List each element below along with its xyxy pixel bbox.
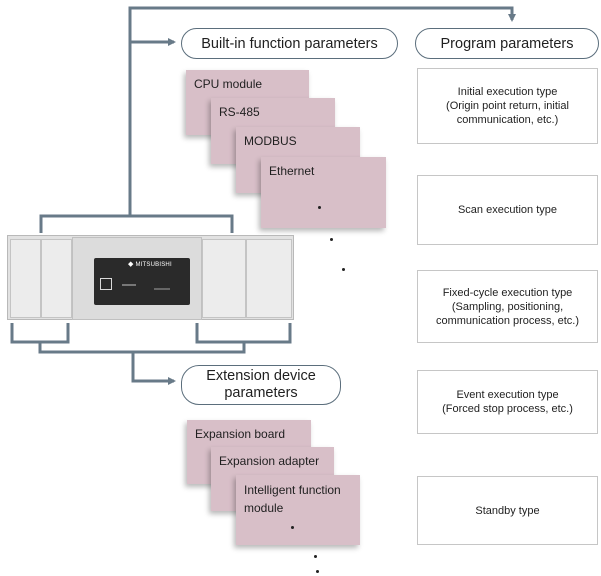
- fixed-cycle-line2: (Sampling, positioning,: [451, 300, 564, 313]
- logo-glyph: ◆: [128, 261, 134, 268]
- program-type-fixed-cycle: Fixed-cycle execution type (Sampling, po…: [417, 270, 598, 343]
- fixed-cycle-line1: Fixed-cycle execution type: [442, 286, 573, 299]
- ellipsis-dot: [330, 238, 333, 241]
- plc-unit: ◆ MITSUBISHI: [7, 235, 294, 320]
- initial-type-line2: (Origin point return, initial: [446, 100, 569, 112]
- program-parameters-text: Program parameters: [440, 35, 574, 52]
- card-expansion-board-label: Expansion board: [195, 427, 286, 441]
- builtin-parameters-label: Built-in function parameters: [181, 28, 398, 59]
- card-intelligent-function-module: Intelligent function module: [236, 475, 360, 545]
- builtin-parameters-text: Built-in function parameters: [201, 35, 378, 52]
- intelligent-label-line2: module: [244, 501, 284, 515]
- extension-label-line2: parameters: [224, 385, 298, 401]
- lower-bracket-right: [195, 323, 292, 344]
- extension-bracket: [38, 342, 246, 354]
- indicator-leds: [154, 288, 170, 290]
- fixed-cycle-line3: communication process, etc.): [435, 314, 580, 327]
- plc-left-module: [10, 239, 41, 318]
- extension-connector: [131, 352, 176, 385]
- indicator-leds: [122, 284, 136, 286]
- ellipsis-dot: [291, 526, 294, 529]
- scan-type-line1: Scan execution type: [457, 204, 558, 216]
- card-expansion-adapter-label: Expansion adapter: [219, 454, 320, 468]
- ethernet-port-icon: [100, 278, 112, 290]
- extension-parameters-label: Extension device parameters: [181, 365, 341, 405]
- extension-label-line1: Extension device: [206, 368, 316, 384]
- program-type-scan: Scan execution type: [417, 175, 598, 245]
- card-ethernet-label: Ethernet: [269, 164, 315, 178]
- program-type-initial: Initial execution type (Origin point ret…: [417, 68, 598, 144]
- initial-type-line1: Initial execution type: [457, 86, 558, 98]
- ellipsis-dot: [316, 570, 319, 573]
- ellipsis-dot: [318, 206, 321, 209]
- program-type-event: Event execution type (Forced stop proces…: [417, 370, 598, 434]
- standby-type-line1: Standby type: [475, 504, 540, 517]
- builtin-connector: [128, 6, 516, 216]
- plc-right-module: [246, 239, 292, 318]
- card-ethernet: Ethernet: [261, 157, 386, 228]
- top-bracket: [39, 214, 234, 233]
- intelligent-label-line1: Intelligent function: [244, 483, 341, 497]
- event-type-line2: (Forced stop process, etc.): [442, 403, 573, 415]
- ellipsis-dot: [314, 555, 317, 558]
- program-parameters-label: Program parameters: [415, 28, 599, 59]
- initial-type-line3: communication, etc.): [456, 114, 559, 126]
- program-type-standby: Standby type: [417, 476, 598, 545]
- plc-right-module: [202, 239, 246, 318]
- card-cpu-module-label: CPU module: [194, 77, 263, 91]
- lower-bracket-left: [10, 323, 70, 344]
- event-type-line1: Event execution type: [456, 389, 559, 401]
- mitsubishi-logo-icon: ◆ MITSUBISHI: [128, 261, 172, 269]
- plc-left-module: [41, 239, 72, 318]
- ellipsis-dot: [342, 268, 345, 271]
- plc-display-panel: ◆ MITSUBISHI: [94, 258, 190, 305]
- card-rs485-label: RS-485: [219, 105, 260, 119]
- logo-text: MITSUBISHI: [135, 262, 172, 268]
- card-modbus-label: MODBUS: [244, 134, 297, 148]
